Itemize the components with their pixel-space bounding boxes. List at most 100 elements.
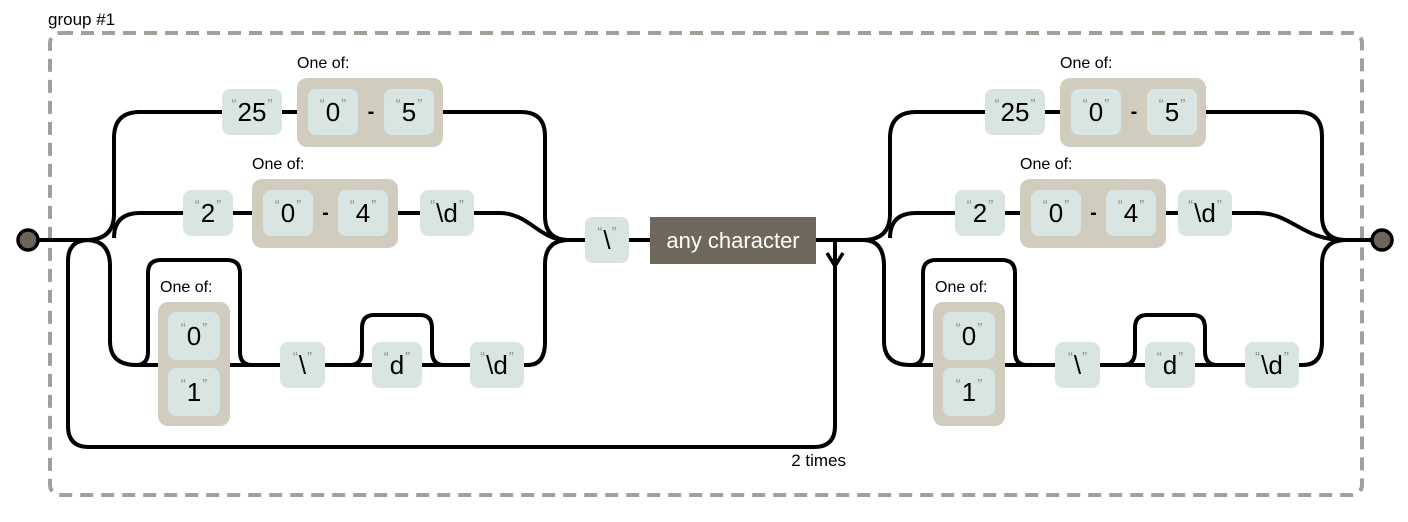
quote-mark: ” <box>1216 196 1222 214</box>
quote-mark: “ <box>1067 348 1073 366</box>
quote-mark: “ <box>597 223 603 241</box>
literal-text: 1 <box>961 377 977 407</box>
quote-mark: ” <box>202 375 208 393</box>
range-dash: - <box>1130 100 1138 123</box>
quote-mark: ” <box>1283 348 1289 366</box>
quote-mark: ” <box>1082 348 1088 366</box>
literal-box-2: “2” <box>955 190 1005 236</box>
literal-text: 0 <box>325 97 341 127</box>
literal-text: d <box>389 350 405 380</box>
backslash-box: “\” <box>585 217 629 263</box>
literal-text: \d <box>486 350 508 380</box>
quote-mark: ” <box>1030 95 1036 113</box>
backslash-box: “\” <box>280 342 325 388</box>
quote-mark: ” <box>202 319 208 337</box>
quote-mark: “ <box>231 95 237 113</box>
one-of-label: One of: <box>252 156 305 173</box>
quote-mark: ” <box>371 196 377 214</box>
left-branch2-path <box>112 211 567 242</box>
quote-mark: “ <box>994 95 1000 113</box>
option-box-0: “0” <box>943 312 995 360</box>
right-optional-skip-d <box>1122 313 1218 367</box>
literal-text: 0 <box>1048 198 1064 228</box>
literal-box-d: “d” <box>1145 342 1195 388</box>
literal-text: 0 <box>186 321 202 351</box>
quote-mark: “ <box>480 348 486 366</box>
range-to-box: “5” <box>384 89 434 135</box>
any-character-box: any character <box>650 217 816 264</box>
literal-text: 25 <box>1000 97 1030 127</box>
digit-box: “\d” <box>1245 342 1299 388</box>
quote-mark: ” <box>988 196 994 214</box>
quote-mark: ” <box>1104 95 1110 113</box>
quote-mark: “ <box>1255 348 1261 366</box>
literal-text: 0 <box>1088 97 1104 127</box>
quote-mark: ” <box>508 348 514 366</box>
quote-mark: ” <box>977 375 983 393</box>
literal-text: \d <box>1194 198 1216 228</box>
right-optional-skip-oneof <box>910 258 1028 367</box>
one-of-label: One of: <box>1020 156 1073 173</box>
end-terminal <box>1370 228 1394 252</box>
literal-text: \d <box>436 198 458 228</box>
quote-mark: ” <box>405 348 411 366</box>
quote-mark: “ <box>966 196 972 214</box>
quote-mark: “ <box>1156 348 1162 366</box>
quote-mark: ” <box>296 196 302 214</box>
one-of-label: One of: <box>935 279 988 296</box>
option-box-1: “1” <box>943 368 995 416</box>
literal-text: 1 <box>186 377 202 407</box>
option-box-1: “1” <box>168 368 220 416</box>
literal-text: d <box>1162 350 1178 380</box>
range-from-box: “0” <box>1031 190 1081 236</box>
repeat-count-label: 2 times <box>791 451 846 470</box>
quote-mark: “ <box>383 348 389 366</box>
literal-box-25: “25” <box>985 89 1045 135</box>
literal-text: 2 <box>972 198 988 228</box>
quote-mark: “ <box>430 196 436 214</box>
quote-mark: ” <box>1139 196 1145 214</box>
quote-mark: ” <box>458 196 464 214</box>
backslash-box: “\” <box>1055 342 1100 388</box>
quote-mark: ” <box>611 223 617 241</box>
range-to-box: “4” <box>338 190 388 236</box>
range-dash: - <box>367 100 375 123</box>
quote-mark: ” <box>417 95 423 113</box>
literal-text: 0 <box>280 198 296 228</box>
literal-box-d: “d” <box>372 342 422 388</box>
quote-mark: “ <box>955 375 961 393</box>
range-from-box: “0” <box>1071 89 1121 135</box>
literal-text: 0 <box>961 321 977 351</box>
range-to-box: “5” <box>1147 89 1197 135</box>
left-branch3-path <box>85 238 570 367</box>
literal-text: \ <box>603 225 611 255</box>
digit-box: “\d” <box>1178 190 1232 236</box>
option-box-0: “0” <box>168 312 220 360</box>
quote-mark: “ <box>349 196 355 214</box>
literal-text: 4 <box>355 198 371 228</box>
quote-mark: ” <box>1180 95 1186 113</box>
range-from-box: “0” <box>263 190 313 236</box>
digit-box: “\d” <box>470 342 524 388</box>
quote-mark: “ <box>180 375 186 393</box>
quote-mark: “ <box>194 196 200 214</box>
range-to-box: “4” <box>1106 190 1156 236</box>
connector-paths <box>38 110 1372 449</box>
group-label: group #1 <box>48 10 116 29</box>
quote-mark: ” <box>216 196 222 214</box>
quote-mark: “ <box>319 95 325 113</box>
literal-text: \ <box>1073 350 1082 380</box>
right-branch2-path <box>888 211 1345 242</box>
quote-mark: “ <box>292 348 298 366</box>
quote-mark: “ <box>955 319 961 337</box>
quote-mark: ” <box>267 95 273 113</box>
range-from-box: “0” <box>308 89 358 135</box>
start-terminal <box>16 228 40 252</box>
quote-mark: “ <box>1158 95 1164 113</box>
quote-mark: “ <box>274 196 280 214</box>
digit-box: “\d” <box>420 190 474 236</box>
quote-mark: ” <box>341 95 347 113</box>
quote-mark: ” <box>1064 196 1070 214</box>
literal-box-2: “2” <box>183 190 233 236</box>
quote-mark: “ <box>1117 196 1123 214</box>
